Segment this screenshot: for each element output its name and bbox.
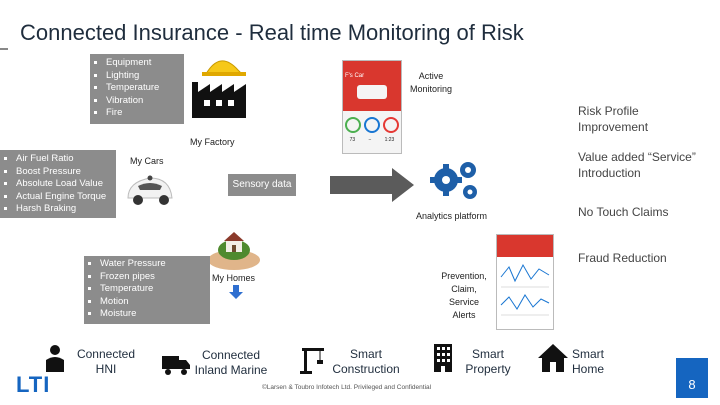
connected-inland-marine: Connected Inland Marine (188, 348, 274, 378)
car-item: Absolute Load Value (16, 178, 116, 191)
car-sensor-list: Air Fuel Ratio Boost Pressure Absolute L… (0, 150, 116, 218)
alerts-label: Prevention, Claim, Service Alerts (436, 270, 492, 322)
label-line: Prevention, (441, 271, 487, 281)
bottom-line: HNI (95, 362, 117, 376)
gauge-value: 1:23 (384, 137, 395, 143)
gauge-value: − (368, 137, 372, 143)
gauge-icon (363, 117, 380, 133)
home-item: Motion (100, 296, 210, 309)
smart-property: Smart Property (452, 347, 524, 377)
gauge-row (343, 111, 401, 133)
gears-icon (430, 162, 477, 199)
benefit-fraud-reduction: Fraud Reduction (578, 251, 667, 265)
benefit-risk-profile: Risk Profile Improvement (578, 103, 648, 135)
car-item: Harsh Braking (16, 203, 116, 216)
home-item: Temperature (100, 283, 210, 296)
alerts-app-screenshot (496, 234, 554, 330)
my-homes-label: My Homes (212, 273, 256, 283)
home-item: Frozen pipes (100, 271, 210, 284)
my-factory-label: My Factory (190, 137, 235, 147)
car-item: Actual Engine Torque (16, 191, 116, 204)
app-name: F's Car (345, 73, 365, 79)
factory-item: Equipment (106, 57, 184, 70)
gauge-values: 73 − 1:23 (343, 133, 401, 143)
benefit-line: Improvement (578, 120, 649, 134)
benefit-line: Risk Profile (578, 104, 639, 118)
page-number: 8 (688, 377, 696, 392)
data-flow-arrow (330, 168, 414, 202)
monitoring-app-screenshot: F's Car 73 − 1:23 (342, 60, 402, 154)
factory-item: Temperature (106, 82, 184, 95)
car-item: Air Fuel Ratio (16, 153, 116, 166)
gauge-value: 73 (349, 137, 356, 143)
app-header: F's Car (343, 71, 401, 111)
person-icon (46, 345, 64, 372)
home-item: Water Pressure (100, 258, 210, 271)
label-line: Monitoring (409, 84, 453, 94)
benefit-line: Value added “Service” (578, 150, 696, 164)
factory-item: Lighting (106, 70, 184, 83)
bottom-line: Construction (332, 362, 400, 376)
gauge-icon (344, 117, 361, 133)
page-title: Connected Insurance - Real time Monitori… (20, 20, 524, 45)
label-line: Alerts (452, 310, 476, 320)
page-number-badge: 8 (676, 358, 708, 398)
car-thumbnail (357, 85, 387, 99)
down-arrow-icon (229, 285, 243, 299)
label-line: Active (418, 71, 444, 81)
bottom-line: Smart (471, 347, 504, 361)
crane-icon (300, 348, 324, 374)
title-accent (0, 48, 8, 50)
factory-item: Fire (106, 107, 184, 120)
home-sensor-list: Water Pressure Frozen pipes Temperature … (84, 256, 210, 324)
label-line: Service (448, 297, 479, 307)
bottom-line: Smart (571, 347, 604, 361)
benefit-value-added: Value added “Service” Introduction (578, 149, 696, 181)
bottom-line: Home (571, 362, 604, 376)
bottom-line: Smart (349, 347, 382, 361)
my-cars-label: My Cars (130, 156, 164, 166)
truck-icon (162, 356, 190, 375)
bottom-line: Property (465, 362, 511, 376)
smart-construction: Smart Construction (324, 347, 408, 377)
footer-confidential: ©Larsen & Toubro Infotech Ltd. Privilege… (262, 384, 432, 391)
label-line: Claim, (451, 284, 477, 294)
factory-item: Vibration (106, 95, 184, 108)
gauge-icon (383, 117, 400, 133)
factory-sensor-list: Equipment Lighting Temperature Vibration… (90, 54, 184, 124)
benefit-line: Introduction (578, 166, 641, 180)
house-icon (538, 344, 568, 372)
smart-home: Smart Home (564, 347, 612, 377)
bottom-line: Connected (201, 348, 261, 362)
bottom-line: Inland Marine (194, 363, 268, 377)
lti-logo: LTI (16, 372, 51, 397)
sensory-data-label: Sensory data (228, 174, 296, 196)
home-in-hands-icon (208, 232, 260, 270)
building-icon (434, 344, 452, 372)
home-item: Moisture (100, 308, 210, 321)
analytics-platform-label: Analytics platform (416, 211, 488, 221)
benefit-no-touch-claims: No Touch Claims (578, 205, 669, 219)
car-item: Boost Pressure (16, 166, 116, 179)
factory-icon (192, 60, 246, 118)
bottom-line: Connected (76, 347, 136, 361)
active-monitoring-label: Active Monitoring (406, 70, 456, 96)
connected-hni: Connected HNI (66, 347, 146, 377)
alert-graphs (500, 263, 550, 316)
self-driving-car-icon (127, 175, 173, 205)
